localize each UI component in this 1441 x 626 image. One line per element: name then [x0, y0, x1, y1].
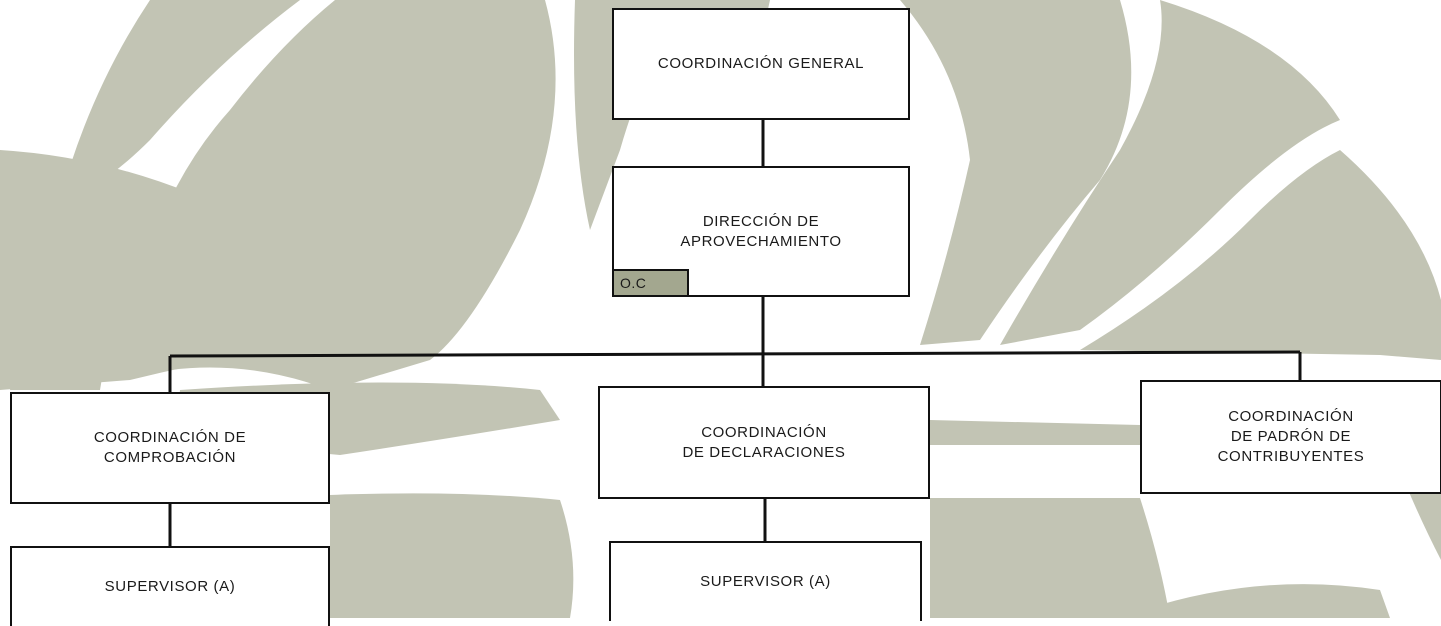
coordinacion-declaraciones-box: COORDINACIÓN DE DECLARACIONES: [598, 386, 930, 499]
supervisor-declaraciones-label: SUPERVISOR (A): [700, 573, 831, 590]
coordinacion-comprobacion-label: COORDINACIÓN DE COMPROBACIÓN: [93, 429, 247, 466]
connector-horizontal-bus: [169, 350, 1301, 358]
coordinacion-comprobacion-box: COORDINACIÓN DE COMPROBACIÓN: [10, 392, 330, 504]
coordinacion-general-box: COORDINACIÓN GENERAL: [612, 8, 910, 120]
coordinacion-declaraciones-label: COORDINACIÓN DE DECLARACIONES: [682, 423, 846, 461]
coordinacion-general-label: COORDINACIÓN GENERAL: [657, 55, 865, 72]
coordinacion-padron-box: COORDINACIÓN DE PADRÓN DE CONTRIBUYENTES: [1140, 380, 1441, 494]
oc-tag: O.C: [612, 269, 689, 297]
oc-tag-label: O.C: [620, 275, 647, 291]
supervisor-comprobacion-label: SUPERVISOR (A): [104, 578, 236, 595]
supervisor-comprobacion-box: SUPERVISOR (A): [10, 546, 330, 626]
direccion-aprovechamiento-label: DIRECCIÓN DE APROVECHAMIENTO: [680, 212, 842, 250]
coordinacion-padron-label: COORDINACIÓN DE PADRÓN DE CONTRIBUYENTES: [1217, 408, 1365, 465]
supervisor-declaraciones-box: SUPERVISOR (A): [609, 541, 922, 621]
